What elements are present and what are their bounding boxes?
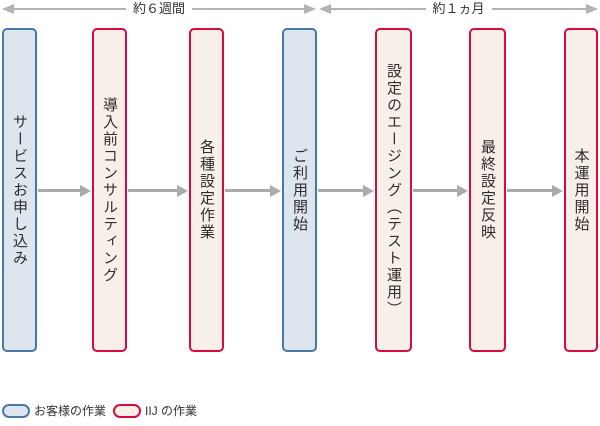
legend-item-customer: お客様の作業 bbox=[2, 403, 106, 419]
step-final-setting-reflection: 最終設定反映 bbox=[469, 28, 506, 352]
step-label: 各種設定作業 bbox=[198, 139, 215, 241]
arrow-left-icon bbox=[319, 4, 331, 14]
arrow-right-icon bbox=[552, 184, 563, 197]
step-pre-introduction-consulting: 導入前コンサルティング bbox=[92, 28, 127, 352]
step-label: 設定のエージング（テスト運用） bbox=[385, 62, 402, 318]
step-various-settings-work: 各種設定作業 bbox=[189, 28, 224, 352]
flow-arrow-3 bbox=[225, 184, 281, 197]
step-label: サービスお申し込み bbox=[11, 113, 28, 267]
flow-arrow-line bbox=[507, 189, 552, 192]
timeline-label-1-month: 約１ヵ月 bbox=[432, 1, 485, 16]
step-full-operation-start: 本運用開始 bbox=[564, 28, 598, 352]
timeline-segment-1-month: 約１ヵ月 bbox=[319, 1, 599, 16]
legend-swatch-customer bbox=[2, 404, 30, 418]
arrow-right-icon bbox=[304, 4, 317, 14]
flow-arrow-2 bbox=[128, 184, 188, 197]
flow-arrow-line bbox=[413, 189, 457, 192]
flow-arrow-line bbox=[128, 189, 177, 192]
flow-arrow-line bbox=[38, 189, 80, 192]
arrow-right-icon bbox=[363, 184, 374, 197]
timeline-label-6-weeks: 約６週間 bbox=[133, 1, 186, 16]
arrow-left-icon bbox=[2, 4, 14, 14]
flow-arrow-4 bbox=[318, 184, 374, 197]
flow-arrow-line bbox=[225, 189, 270, 192]
step-label: 本運用開始 bbox=[572, 147, 590, 233]
legend-label-iij: IIJ の作業 bbox=[145, 404, 198, 418]
step-service-start: ご利用開始 bbox=[282, 28, 317, 352]
legend-label-customer: お客様の作業 bbox=[34, 404, 107, 418]
arrow-right-icon bbox=[80, 184, 91, 197]
timeline-line bbox=[331, 8, 426, 10]
arrow-right-icon bbox=[457, 184, 468, 197]
flow-arrow-1 bbox=[38, 184, 91, 197]
timeline-line bbox=[192, 8, 305, 10]
step-label: 最終設定反映 bbox=[479, 139, 496, 241]
timeline-line bbox=[491, 8, 587, 10]
arrow-right-icon bbox=[586, 4, 599, 14]
step-label: ご利用開始 bbox=[291, 147, 308, 233]
flow-arrow-5 bbox=[413, 184, 468, 197]
legend-swatch-iij bbox=[113, 404, 141, 418]
flow-arrow-line bbox=[318, 189, 363, 192]
legend-item-iij: IIJ の作業 bbox=[113, 403, 197, 419]
arrow-right-icon bbox=[177, 184, 188, 197]
flow-arrow-6 bbox=[507, 184, 563, 197]
step-label: 導入前コンサルティング bbox=[101, 96, 118, 284]
timeline-segment-6-weeks: 約６週間 bbox=[2, 1, 317, 16]
arrow-right-icon bbox=[270, 184, 281, 197]
timeline-line bbox=[14, 8, 126, 10]
step-setting-aging-test-operation: 設定のエージング（テスト運用） bbox=[375, 28, 412, 352]
step-service-application: サービスお申し込み bbox=[2, 28, 37, 352]
